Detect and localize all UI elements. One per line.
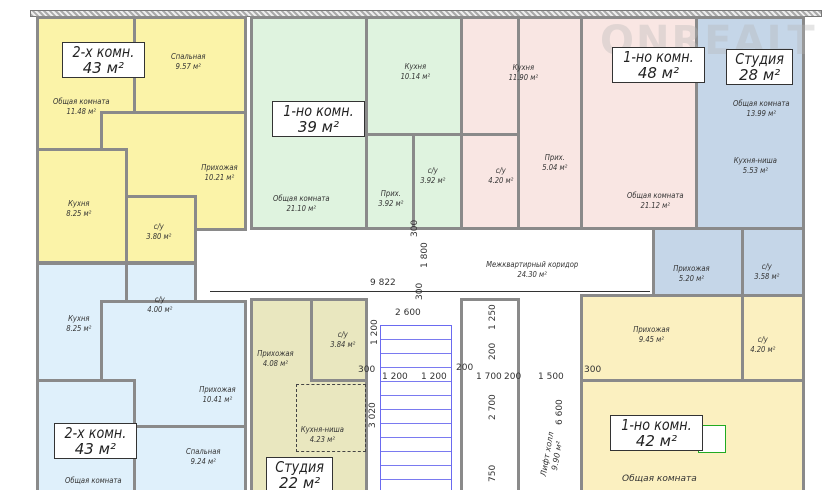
room-label: Общая комната [622, 474, 697, 484]
room-kitchen-a2[interactable] [365, 16, 463, 136]
room-label: Прих.3.92 м² [378, 189, 404, 208]
room-kitchen-a3[interactable] [460, 16, 520, 136]
apartment-badge: 1-но комн.39 м² [272, 101, 365, 137]
room-hall-a5[interactable] [100, 300, 247, 430]
dimension-label: 1 200 [370, 319, 380, 345]
dimension-label: 750 [488, 464, 498, 482]
dimension-label: 1 200 [421, 372, 447, 382]
room-label: Общая комната [64, 476, 122, 485]
room-bedroom-a5[interactable] [133, 425, 247, 490]
dimension-label: 6 600 [555, 399, 565, 425]
dimension-label: 2 600 [395, 308, 421, 318]
dimension-label: 2 700 [488, 394, 498, 420]
room-label: Прих.5.04 м² [542, 153, 568, 172]
room-hall-a3[interactable] [517, 16, 583, 230]
dimension-label: 1 700 [476, 372, 502, 382]
room-hall-s28[interactable] [652, 227, 744, 297]
apartment-badge: 2-х комн.43 м² [54, 423, 137, 459]
room-bath-a3[interactable] [460, 133, 520, 230]
dimension-label: 200 [456, 363, 474, 373]
apartment-badge: 2-х комн.43 м² [62, 42, 145, 78]
room-bath-a7[interactable] [741, 294, 805, 382]
apartment-badge: 1-но комн.48 м² [612, 47, 705, 83]
dimension-line [210, 291, 650, 292]
dimension-label: 1 800 [420, 242, 430, 268]
dimension-label: 300 [415, 282, 425, 300]
dimension-label: 1 250 [488, 304, 498, 330]
staircase [380, 325, 452, 490]
kitchen-niche [296, 384, 366, 452]
dimension-label: 1 200 [382, 372, 408, 382]
dimension-label: 9 822 [370, 278, 396, 288]
room-bath-s22[interactable] [310, 298, 368, 382]
elevator-shaft [460, 298, 520, 490]
apartment-badge: 1-но комн.42 м² [610, 415, 703, 451]
dimension-label: 1 500 [538, 372, 564, 382]
dimension-label: 200 [488, 342, 498, 360]
dimension-label: 3 020 [368, 402, 378, 428]
room-hall-a2[interactable] [365, 133, 415, 230]
dimension-label: 300 [584, 365, 602, 375]
dimension-label: 300 [358, 365, 376, 375]
dimension-label: 200 [504, 372, 522, 382]
dimension-label: 300 [410, 219, 420, 237]
